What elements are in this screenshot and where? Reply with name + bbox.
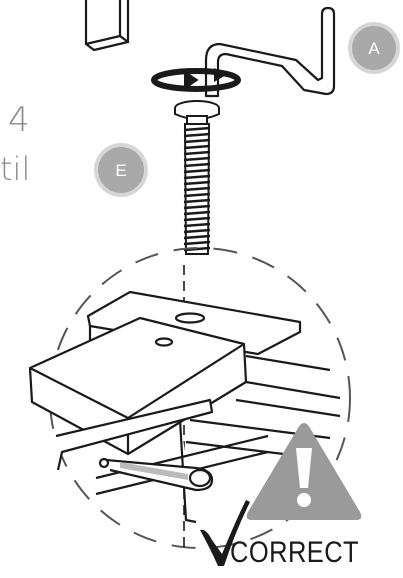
step-number: 4 (8, 100, 30, 140)
badge-a: A (348, 22, 400, 74)
badge-e-letter: E (115, 161, 126, 180)
allen-key (204, 6, 336, 98)
detail-dashed-circle (49, 247, 351, 549)
partial-instruction-text: til (0, 150, 31, 188)
checkmark-icon (200, 500, 250, 566)
warning-icon (246, 423, 362, 520)
correct-label: CORRECT (230, 536, 360, 569)
rotation-arrow-icon (151, 68, 241, 92)
badge-a-letter: A (368, 39, 380, 58)
frame-parts (28, 290, 341, 524)
top-block (84, 0, 130, 52)
bolt (174, 100, 220, 255)
bolt-threads (183, 126, 211, 252)
badge-e: E (94, 143, 148, 197)
